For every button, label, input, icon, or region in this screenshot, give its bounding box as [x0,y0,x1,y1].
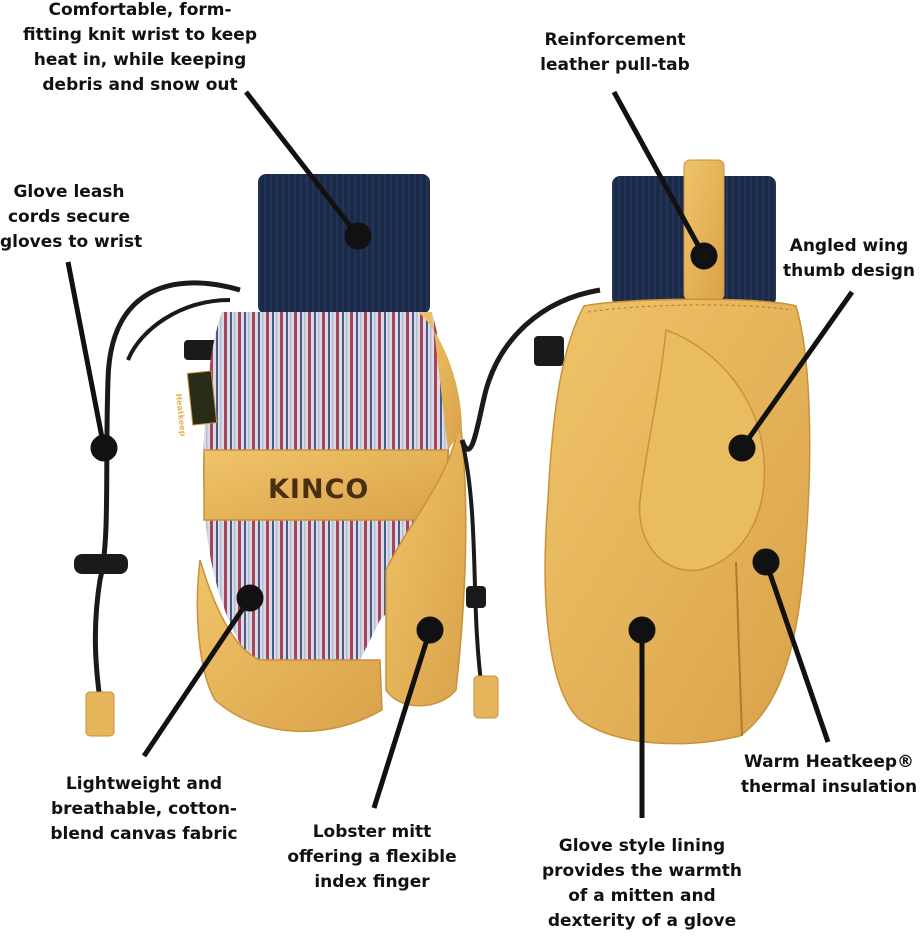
right-buckle [534,336,564,366]
dot-wing-thumb [728,434,756,462]
right-knit-cuff [612,176,776,306]
callout-line: gloves to wrist [0,232,143,252]
cord-lock [74,554,128,574]
pointer-canvas [141,596,253,758]
right-leash-cord [459,287,601,452]
callout-knit-wrist: Comfortable, form- fitting knit wrist to… [14,0,266,98]
pointer-leash [65,261,107,449]
left-buckle [184,340,220,360]
callout-line: of a mitten and [568,886,716,906]
pointer-pull-tab [611,90,707,258]
left-mitt [74,174,499,737]
side-cord-lock [466,586,486,608]
callout-line: index finger [314,872,430,892]
callout-line: offering a flexible [287,847,457,867]
dot-lobster [416,616,444,644]
callout-line: breathable, cotton- [50,799,237,819]
callout-line: Glove leash [13,182,125,202]
callout-line: fitting knit wrist to keep [22,25,258,45]
dot-pull-tab [690,242,718,270]
callout-leash: Glove leash cords secure gloves to wrist [0,180,143,255]
left-leather-side [418,312,462,450]
right-wing-thumb [638,328,766,572]
callout-line: dexterity of a glove [547,911,737,931]
dot-insulation [752,548,780,576]
left-mitt-side-cord [460,439,484,691]
callout-line: Lobster mitt [312,822,432,842]
callout-line: cords secure [7,207,131,227]
right-stitch [587,304,793,313]
right-finger-split [735,561,743,737]
callout-line: Warm Heatkeep® [743,752,915,772]
dot-canvas [236,584,264,612]
right-mitt-body [544,298,811,745]
callout-canvas: Lightweight and breathable, cotton- blen… [44,772,244,847]
pointer-knit-wrist [244,90,360,238]
cord-end-tab [85,691,115,737]
heatkeep-tag [186,370,218,426]
callout-line: Lightweight and [65,774,223,794]
callout-line: provides the warmth [541,861,743,881]
callout-line: Glove style lining [558,836,726,856]
callout-lining: Glove style lining provides the warmth o… [536,834,748,934]
pointer-lobster [371,629,433,809]
dot-leash [90,434,118,462]
callout-pull-tab: Reinforcement leather pull-tab [520,28,710,78]
callout-line: leather pull-tab [540,55,690,75]
left-leash-cord-2 [126,298,231,361]
callout-insulation: Warm Heatkeep® thermal insulation [738,750,920,800]
pointer-wing-thumb [739,290,855,450]
side-cord-tab [473,675,499,719]
left-knit-cuff [258,174,430,314]
callout-lobster: Lobster mitt offering a flexible index f… [282,820,462,895]
callout-line: thumb design [782,261,916,281]
dot-knit-wrist [344,222,372,250]
pointer-insulation [763,561,831,743]
callout-line: thermal insulation [740,777,918,797]
callout-line: Reinforcement [544,30,686,50]
heatkeep-tag-text: Heatkeep [174,393,188,437]
callout-lines [65,90,855,818]
left-leather-palm [196,559,383,733]
callout-line: Comfortable, form- [48,0,232,20]
brand-logo: KINCO [268,474,370,505]
left-lobster-finger [385,419,467,707]
callout-line: heat in, while keeping [33,50,247,70]
right-mitt [459,159,811,745]
callout-line: blend canvas fabric [50,824,238,844]
dot-lining [628,616,656,644]
leather-pull-tab [683,159,725,301]
left-leash-cord [92,280,241,701]
callout-wing-thumb: Angled wing thumb design [782,234,916,284]
callout-line: debris and snow out [42,75,238,95]
callout-line: Angled wing [789,236,909,256]
